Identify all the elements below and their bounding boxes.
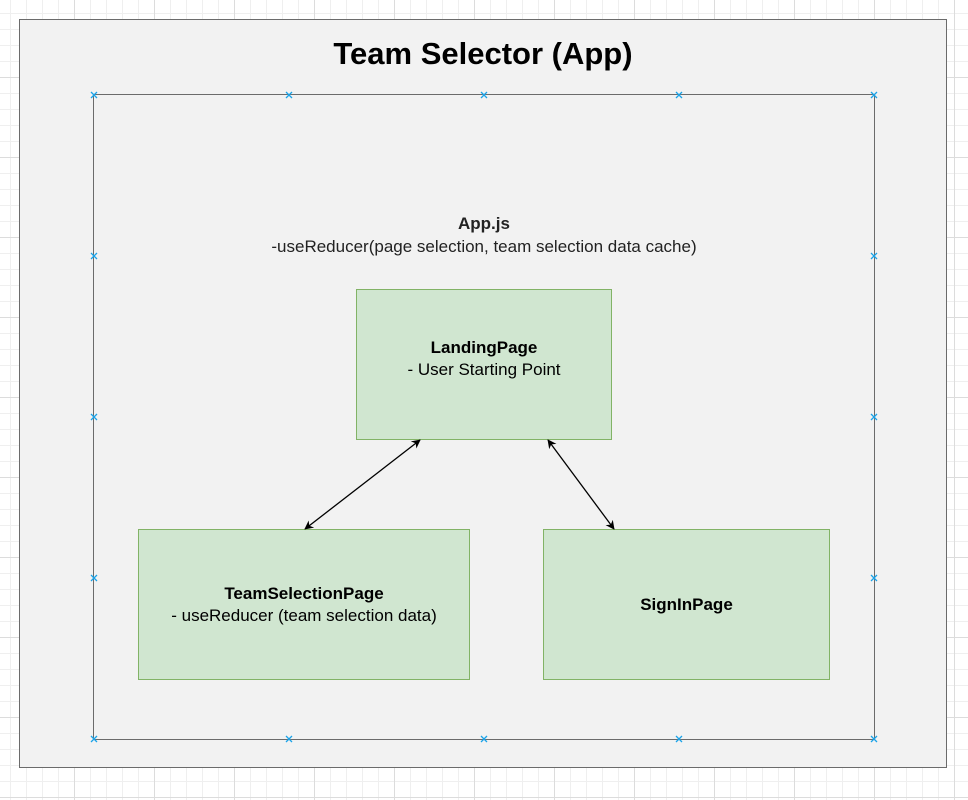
resize-handle[interactable] — [285, 735, 293, 743]
resize-handle[interactable] — [675, 735, 683, 743]
team-selection-page-name: TeamSelectionPage — [224, 583, 384, 603]
resize-handle[interactable] — [870, 574, 878, 582]
resize-handle[interactable] — [480, 735, 488, 743]
resize-handle[interactable] — [90, 574, 98, 582]
resize-handle[interactable] — [90, 252, 98, 260]
resize-handle[interactable] — [870, 252, 878, 260]
team-selection-page-detail: - useReducer (team selection data) — [171, 605, 437, 625]
resize-handle[interactable] — [90, 413, 98, 421]
diagram-title: Team Selector (App) — [333, 36, 633, 71]
resize-handle[interactable] — [90, 735, 98, 743]
landing-page-detail: - User Starting Point — [407, 359, 561, 379]
resize-handle[interactable] — [870, 735, 878, 743]
app-js-detail: -useReducer(page selection, team selecti… — [271, 237, 697, 256]
resize-handle[interactable] — [870, 91, 878, 99]
team-selection-page-node[interactable]: TeamSelectionPage - useReducer (team sel… — [138, 529, 470, 680]
resize-handle[interactable] — [285, 91, 293, 99]
resize-handle[interactable] — [480, 91, 488, 99]
sign-in-page-node[interactable]: SignInPage — [543, 529, 830, 680]
resize-handle[interactable] — [870, 413, 878, 421]
resize-handle[interactable] — [675, 91, 683, 99]
sign-in-page-name: SignInPage — [640, 594, 733, 614]
selection-handles[interactable] — [90, 91, 878, 743]
landing-page-node[interactable]: LandingPage - User Starting Point — [356, 289, 612, 440]
landing-page-name: LandingPage — [430, 337, 538, 357]
edge-landing-teamselection[interactable] — [304, 439, 421, 530]
app-js-label: App.js -useReducer(page selection, team … — [93, 212, 875, 258]
resize-handle[interactable] — [90, 91, 98, 99]
edge-landing-signin[interactable] — [547, 439, 615, 530]
app-js-name: App.js — [458, 214, 510, 233]
